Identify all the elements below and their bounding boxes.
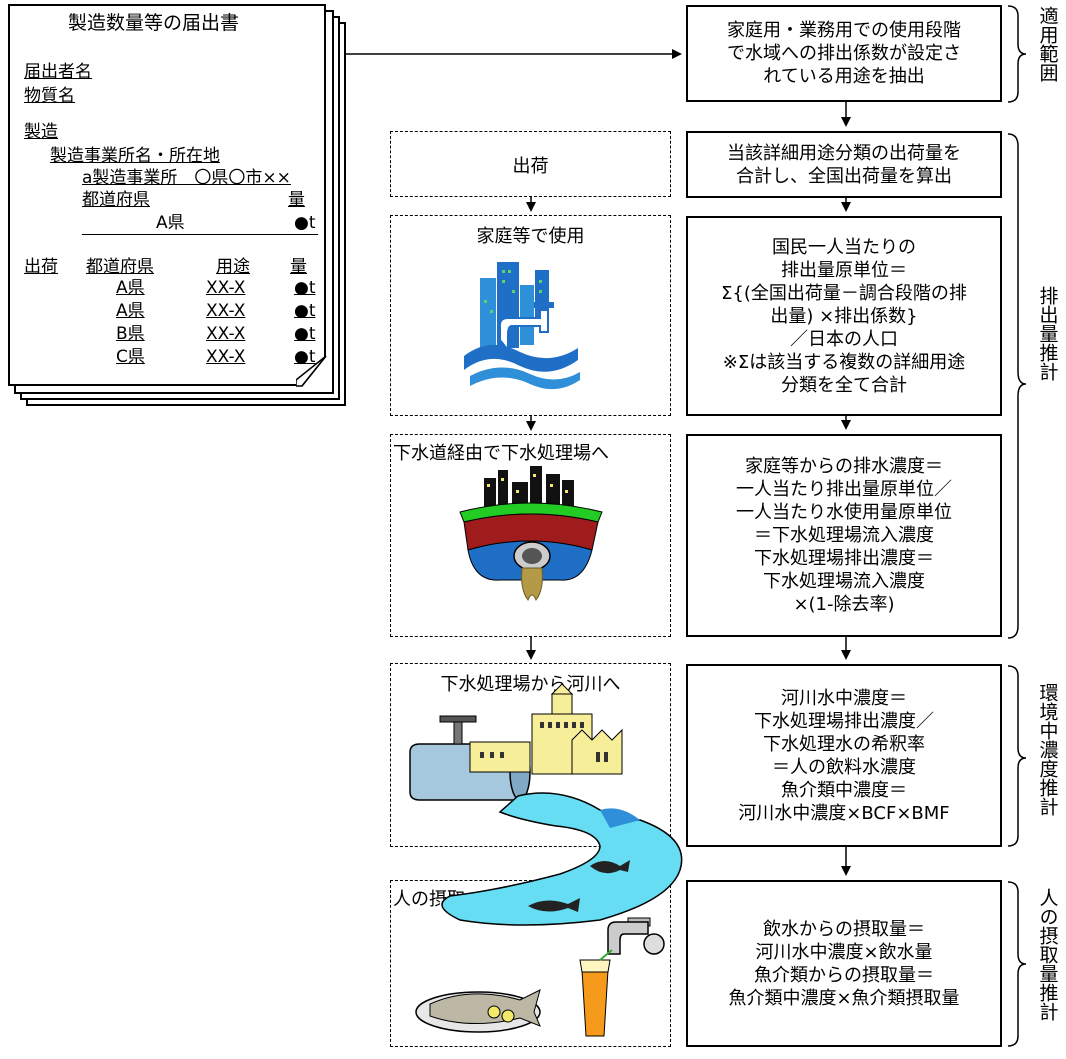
box-line: 下水処理水の希釈率 [763,733,925,755]
side-char: 環境中濃度推計 [1036,683,1059,816]
mfg-row-line [82,234,318,235]
mfg-qty-header: 量 [288,190,305,210]
box-line: 一人当たり排出量原単位／ [736,479,952,500]
box-line: で水域への排出係数が設定さ [727,43,961,64]
ship-pref-header: 都道府県 [86,257,154,277]
side-label-intake: 人の摂取量推計 [1036,888,1059,1021]
plant-name-label: 製造事業所名・所在地 [50,146,220,166]
box-line: れている用途を抽出 [763,66,925,87]
brace-scope [1007,5,1027,103]
box-line: 河川水中濃度×BCF×BMF [738,802,950,824]
box-line: 家庭等からの排水濃度＝ [745,456,943,477]
notifier-name-label: 届出者名 [24,62,92,82]
brace-emission [1007,133,1027,639]
box-line: ／日本の人口 [790,328,898,350]
stage-sewer-label: 下水道経由で下水処理場へ [393,443,609,464]
box-line: Σ{(全国出荷量－調合段階の排 [721,282,967,304]
box-line: 河川水中濃度＝ [781,687,907,709]
box-line: 魚介類中濃度×魚介類摂取量 [728,987,960,1009]
stage-river-label: 下水処理場から河川へ [440,674,621,695]
box-line: ＝人の飲料水濃度 [772,756,916,778]
box-line: ×(1-除去率) [793,594,895,615]
ship-row-qty: ●t [294,347,316,367]
ship-row-use: XX-X [206,347,246,367]
ship-row-pref: C県 [116,347,145,367]
mfg-row-pref: A県 [156,213,185,233]
ship-row-pref: A県 [116,301,145,321]
box-river-concentration: 河川水中濃度＝ 下水処理場排出濃度／ 下水処理水の希釈率 ＝人の飲料水濃度 魚介… [686,664,1002,847]
box-line: 家庭用・業務用での使用段階 [727,20,961,41]
side-label-environment: 環境中濃度推計 [1036,683,1059,816]
side-char: 人の摂取量推計 [1036,888,1059,1021]
box-line: 当該詳細用途分類の出荷量を [727,142,961,164]
ship-row-qty: ●t [294,324,316,344]
box-line: 排出量原単位＝ [781,259,907,281]
ship-row-pref: A県 [116,278,145,298]
side-label-scope: 適用範囲 [1036,6,1059,82]
stage-household-label: 家庭等で使用 [476,226,585,247]
stage-shipment: 出荷 [390,131,671,197]
stage-household-use: 家庭等で使用 [390,215,671,416]
ship-qty-header: 量 [290,257,307,277]
box-line: 分類を全て合計 [781,374,907,396]
brace-environment [1007,665,1027,847]
stage-sewer: 下水道経由で下水処理場へ [390,434,671,637]
side-label-emission: 排出量推計 [1036,286,1059,381]
box-line: ＝下水処理場流入濃度 [754,525,934,546]
box-line: 魚介類中濃度＝ [781,779,907,801]
box-human-intake: 飲水からの摂取量＝ 河川水中濃度×飲水量 魚介類からの摂取量＝ 魚介類中濃度×魚… [686,880,1002,1047]
factory-river-illustration [409,683,683,926]
substance-name-label: 物質名 [24,86,75,106]
box-line: 出量) ×排出係数} [770,305,918,327]
ship-row-use: XX-X [206,324,246,344]
box-line: 合計し、全国出荷量を算出 [736,165,952,187]
sewer-illustration [459,466,603,601]
box-line: 一人当たり水使用量原単位 [736,502,952,523]
box-line: 魚介類からの摂取量＝ [754,964,934,986]
mfg-row-qty: ●t [294,213,316,233]
side-char: 適用範囲 [1036,6,1059,82]
ship-use-header: 用途 [216,257,250,277]
page-fold-icon [296,356,327,387]
box-sewage-concentration: 家庭等からの排水濃度＝ 一人当たり排出量原単位／ 一人当たり水使用量原単位 ＝下… [686,434,1002,637]
box-line: 飲水からの摂取量＝ [763,918,925,940]
stage-river: 下水処理場から河川へ [390,663,671,847]
ship-row-use: XX-X [206,278,246,298]
box-line: 河川水中濃度×飲水量 [755,941,933,963]
brace-intake [1007,881,1027,1047]
box-shipment-total: 当該詳細用途分類の出荷量を 合計し、全国出荷量を算出 [686,131,1002,198]
drink-fish-illustration [415,917,665,1037]
box-line: 下水処理場排出濃度＝ [754,548,934,569]
ship-row-qty: ●t [294,278,316,298]
doc-title: 製造数量等の届出書 [68,12,240,34]
box-line: ※Σは該当する複数の詳細用途 [722,351,966,373]
notification-document: 製造数量等の届出書 届出者名 物質名 製造 製造事業所名・所在地 a製造事業所 … [8,4,326,386]
ship-row-use: XX-X [206,301,246,321]
shipment-label: 出荷 [24,257,58,277]
box-line: 国民一人当たりの [772,236,916,258]
ship-row-qty: ●t [294,301,316,321]
box-per-capita-emission: 国民一人当たりの 排出量原単位＝ Σ{(全国出荷量－調合段階の排 出量) ×排出… [686,216,1002,416]
side-char: 排出量推計 [1036,286,1059,381]
ship-row-pref: B県 [116,324,145,344]
plant-name-value: a製造事業所 〇県〇市×× [82,168,291,188]
stage-shipment-label: 出荷 [512,156,549,177]
box-line: 下水処理場流入濃度 [763,571,925,592]
box-scope-extraction: 家庭用・業務用での使用段階 で水域への排出係数が設定さ れている用途を抽出 [686,5,1002,102]
city-faucet-illustration [464,262,580,390]
mfg-pref-header: 都道府県 [82,190,150,210]
manufacture-label: 製造 [24,122,58,142]
box-line: 下水処理場排出濃度／ [754,710,934,732]
